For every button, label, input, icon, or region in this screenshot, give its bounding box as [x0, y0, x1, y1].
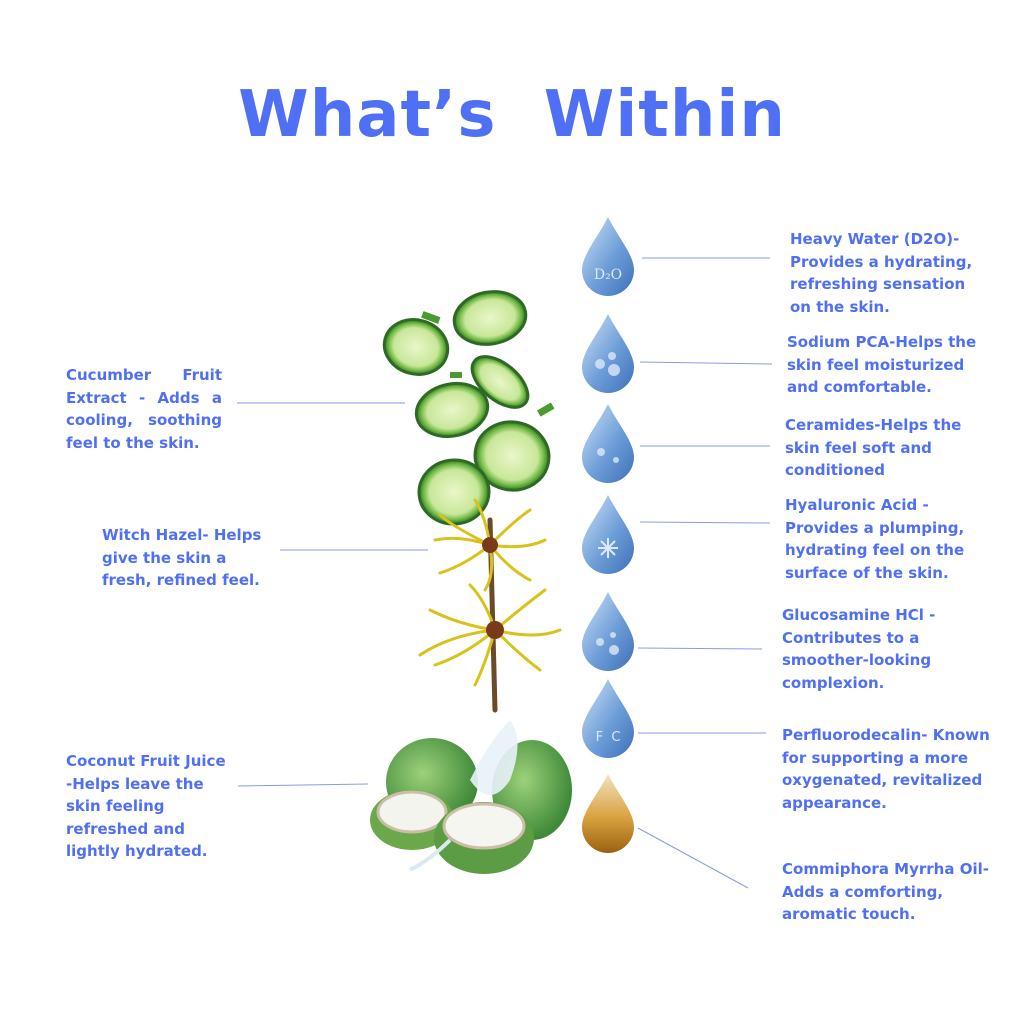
cucumber-label: Cucumber Fruit Extract - Adds a cooling,… — [66, 366, 222, 452]
water-drop-icon — [582, 592, 634, 671]
cucumber-slices-icon — [382, 290, 555, 526]
drop-label-d2o: D₂O — [594, 267, 622, 283]
drops-column: D₂O F C — [582, 217, 634, 853]
coconut-icon — [370, 720, 572, 874]
water-drop-icon: F C — [582, 679, 634, 758]
connector-coconut — [237, 783, 369, 787]
connector-glucosamine — [637, 647, 763, 650]
water-drop-icon: D₂O — [582, 217, 634, 296]
snowflake-drop-icon — [582, 495, 634, 574]
heavy-water-label: Heavy Water (D2O)- Provides a hydrating,… — [790, 230, 973, 316]
witch-hazel-label: Witch Hazel- Helps give the skin a fresh… — [102, 526, 262, 589]
ceramides-label: Ceramides-Helps the skin feel soft and c… — [785, 416, 962, 479]
perfluorodecalin-label: Perfluorodecalin- Known for supporting a… — [782, 726, 990, 812]
connector-myrrh — [637, 827, 749, 889]
drop-label-fc: F C — [596, 730, 621, 745]
coconut-label: Coconut Fruit Juice -Helps leave the ski… — [66, 752, 226, 860]
myrrh-label: Commiphora Myrrha Oil-Adds a comforting,… — [782, 860, 989, 923]
glucosamine-label: Glucosamine HCl - Contributes to a smoot… — [782, 606, 936, 692]
witch-hazel-flower-icon — [418, 498, 562, 713]
page-title: What’s Within — [238, 78, 786, 152]
connector-sodium-pca — [639, 361, 773, 365]
sodium-pca-label: Sodium PCA-Helps the skin feel moisturiz… — [787, 333, 977, 396]
water-drop-icon — [582, 404, 634, 483]
water-drop-icon — [582, 314, 634, 393]
oil-drop-icon — [582, 774, 634, 853]
connector-hyaluronic — [639, 521, 771, 524]
hyaluronic-acid-label: Hyaluronic Acid - Provides a plumping, h… — [785, 496, 965, 582]
